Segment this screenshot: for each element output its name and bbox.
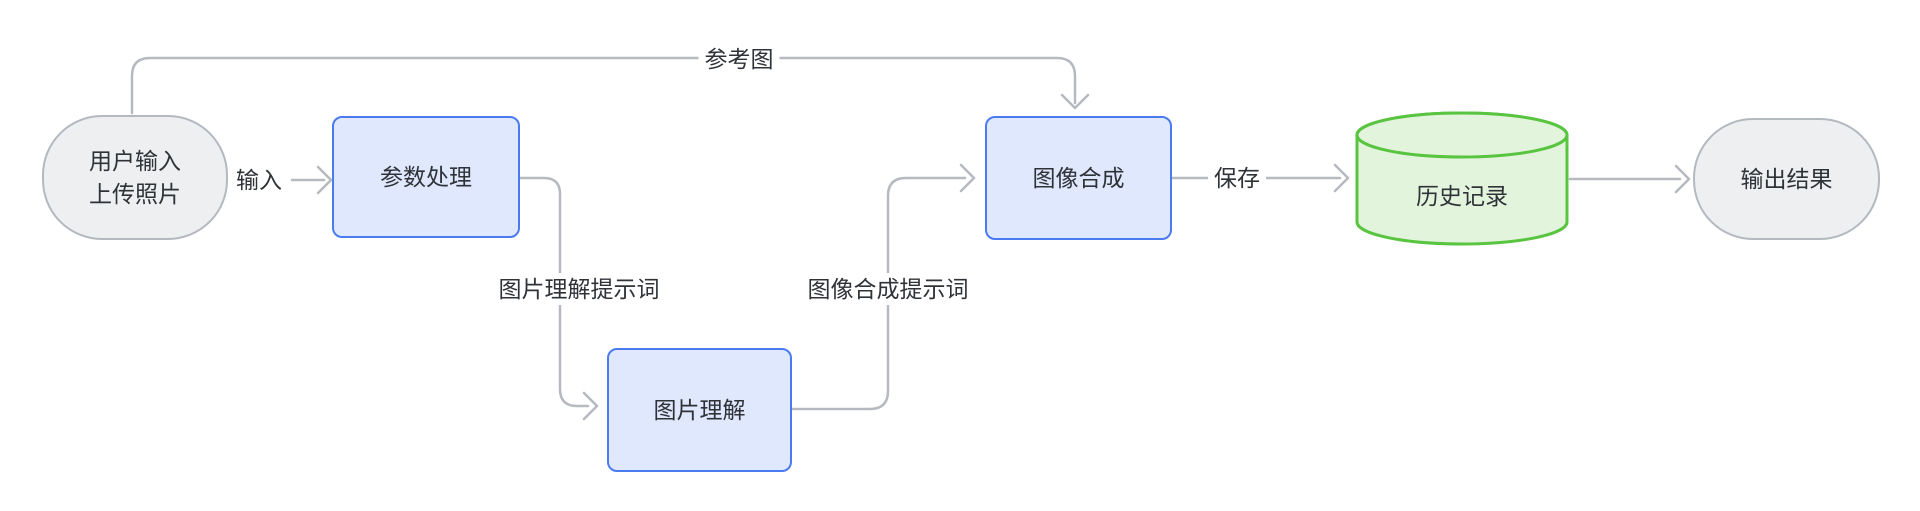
edge-label-image-understand-prompt: 图片理解提示词 [492,273,666,305]
edge-input [290,165,333,195]
node-image-synthesis-label: 图像合成 [1032,164,1125,191]
node-param-process-label: 参数处理 [380,163,472,190]
node-output-result: 输出结果 [1693,118,1880,240]
edge-label-image-synthesis-prompt: 图像合成提示词 [801,273,975,305]
node-user-input-label-line2: 上传照片 [89,180,181,207]
node-output-result-label: 输出结果 [1740,165,1833,192]
node-user-input-label-line1: 用户输入 [89,147,181,174]
node-image-synthesis: 图像合成 [985,116,1172,240]
node-user-input: 用户输入 上传照片 [42,115,228,240]
edge-label-save: 保存 [1208,162,1266,194]
edge-label-reference-image: 参考图 [698,43,780,75]
node-history-db: 历史记录 [1354,110,1570,247]
node-param-process: 参数处理 [332,116,520,238]
node-image-understand: 图片理解 [607,348,792,472]
database-cylinder-icon [1355,111,1569,246]
edge-output [1568,164,1691,194]
node-history-db-label: 历史记录 [1416,183,1508,209]
node-image-understand-label: 图片理解 [653,396,746,423]
edge-reference-image [130,56,1090,115]
edge-label-input: 输入 [230,164,288,196]
